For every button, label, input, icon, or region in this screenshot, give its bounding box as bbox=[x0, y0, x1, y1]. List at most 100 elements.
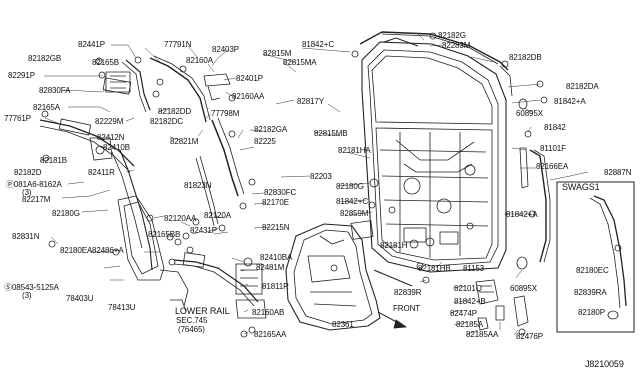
grommet-82181h bbox=[409, 239, 419, 249]
label-82817Y: 82817Y bbox=[297, 97, 324, 106]
grommet-60895x-bottom bbox=[516, 256, 528, 270]
label-82166EA: 82166EA bbox=[536, 162, 569, 171]
label-60895X-top: 60895X bbox=[516, 109, 543, 118]
swags1-box bbox=[556, 181, 635, 333]
label-77761P: 77761P bbox=[4, 114, 31, 123]
label-82182DB: 82182DB bbox=[509, 53, 542, 62]
channel-81101f bbox=[519, 147, 529, 189]
label-82180EC: 82180EC bbox=[576, 266, 609, 275]
label-82170E: 82170E bbox=[262, 198, 289, 207]
label-82101Q: 82101Q bbox=[454, 284, 482, 293]
label-82887N: 82887N bbox=[604, 168, 632, 177]
label-08543-5125A: Ⓢ08543-5125A bbox=[4, 283, 59, 292]
label-82182DA: 82182DA bbox=[566, 82, 599, 91]
label-81811R: 81811R bbox=[262, 282, 289, 291]
label-82486A: 82486+A bbox=[92, 246, 124, 255]
label-82412N: 82412N bbox=[97, 133, 125, 142]
label-78413U: 78413U bbox=[108, 303, 136, 312]
label-82165AA: 82165AA bbox=[254, 330, 287, 339]
lower-rail-assembly bbox=[173, 252, 267, 334]
leader-lines bbox=[39, 32, 589, 336]
label-77798M: 77798M bbox=[211, 109, 240, 118]
label-82165B: 82165B bbox=[92, 58, 119, 67]
label-78403U: 78403U bbox=[66, 294, 94, 303]
label-82481M: 82481M bbox=[256, 263, 285, 272]
label-81842A-mid: 81842+A bbox=[506, 210, 538, 219]
glass-run-channel bbox=[195, 117, 245, 227]
label-82411R: 82411R bbox=[88, 168, 115, 177]
front-arrow-head bbox=[393, 319, 408, 329]
label-82181H: 82181H bbox=[380, 241, 408, 250]
label-82185AA: 82185AA bbox=[466, 330, 499, 339]
door-outer-frame bbox=[361, 41, 507, 273]
label-82401P: 82401P bbox=[236, 74, 263, 83]
label-81842: 81842 bbox=[544, 123, 566, 132]
label-82830FA: 82830FA bbox=[39, 86, 71, 95]
label-82180G-right: 82180G bbox=[336, 182, 364, 191]
label-82182GA: 82182GA bbox=[254, 125, 288, 134]
label-82474P: 82474P bbox=[450, 309, 477, 318]
label-82361: 82361 bbox=[332, 320, 354, 329]
label-82180P: 82180P bbox=[578, 308, 605, 317]
label-81842C-top: 81842+C bbox=[302, 40, 334, 49]
label-82283M: 82283M bbox=[442, 41, 471, 50]
label-82180G-left: 82180G bbox=[52, 209, 80, 218]
label-82821M: 82821M bbox=[170, 137, 199, 146]
label-82182GB: 82182GB bbox=[28, 54, 62, 63]
label-82181B: 82181B bbox=[40, 156, 67, 165]
label-82160AB: 82160AB bbox=[252, 308, 285, 317]
grommet-60895x-top bbox=[518, 98, 528, 110]
label-swags1: SWAGS1 bbox=[562, 182, 600, 192]
label-82831N: 82831N bbox=[12, 232, 40, 241]
label-60895X-bottom: 60895X bbox=[510, 284, 537, 293]
label-82180EA: 82180EA bbox=[60, 246, 93, 255]
label-82431P: 82431P bbox=[190, 226, 217, 235]
label-81823N: 81823N bbox=[184, 181, 212, 190]
rear-seal bbox=[529, 149, 547, 263]
label-081A6-qty: (3) bbox=[22, 188, 32, 197]
diagram-id: J8210059 bbox=[585, 359, 624, 369]
label-76465: (76465) bbox=[178, 325, 205, 334]
label-82839RA: 82839RA bbox=[574, 288, 607, 297]
label-82215N: 82215N bbox=[262, 223, 290, 232]
label-82410B: 82410B bbox=[103, 143, 130, 152]
label-82181HB: 82181HB bbox=[418, 264, 451, 273]
label-82403P: 82403P bbox=[212, 45, 239, 54]
label-81842C-mid: 81842+C bbox=[336, 197, 368, 206]
label-82859M: 82859M bbox=[340, 209, 369, 218]
label-82120A: 82120A bbox=[204, 211, 231, 220]
label-82182DD: 82182DD bbox=[158, 107, 192, 116]
door-top-weatherstrip bbox=[359, 31, 509, 71]
label-82160A: 82160A bbox=[186, 56, 213, 65]
label-82291P: 82291P bbox=[8, 71, 35, 80]
label-82165BB: 82165BB bbox=[148, 230, 181, 239]
label-82182D: 82182D bbox=[14, 168, 42, 177]
label-82476P: 82476P bbox=[516, 332, 543, 341]
label-82217M: 82217M bbox=[22, 195, 51, 204]
label-081A6-8162A: Ⓟ081A6-8162A bbox=[6, 180, 62, 189]
label-82185A: 82185A bbox=[456, 320, 483, 329]
label-82410BA: 82410BA bbox=[260, 253, 293, 262]
door-glass bbox=[117, 195, 165, 281]
label-82181HA: 82181HA bbox=[338, 146, 371, 155]
label-82441P: 82441P bbox=[78, 40, 105, 49]
label-lower-rail: LOWER RAIL bbox=[175, 306, 230, 316]
rod-82839r bbox=[373, 269, 413, 287]
label-77791N: 77791N bbox=[164, 40, 192, 49]
label-82203: 82203 bbox=[310, 172, 332, 181]
label-82815MB: 82815MB bbox=[314, 129, 348, 138]
label-081A6-8162A-text: 081A6-8162A bbox=[13, 180, 62, 189]
label-82830FC: 82830FC bbox=[264, 188, 297, 197]
label-82160AA: 82160AA bbox=[232, 92, 265, 101]
label-08543-qty: (3) bbox=[22, 291, 32, 300]
label-82839R: 82839R bbox=[394, 288, 422, 297]
label-sec745: SEC.745 bbox=[176, 316, 208, 325]
label-82165A: 82165A bbox=[33, 103, 60, 112]
label-08543-5125A-text: 08543-5125A bbox=[11, 283, 59, 292]
label-81101F: 81101F bbox=[540, 144, 566, 153]
panel-plate bbox=[350, 220, 374, 240]
label-81842B: 81842+B bbox=[454, 297, 486, 306]
door-trim-panel bbox=[285, 223, 381, 331]
